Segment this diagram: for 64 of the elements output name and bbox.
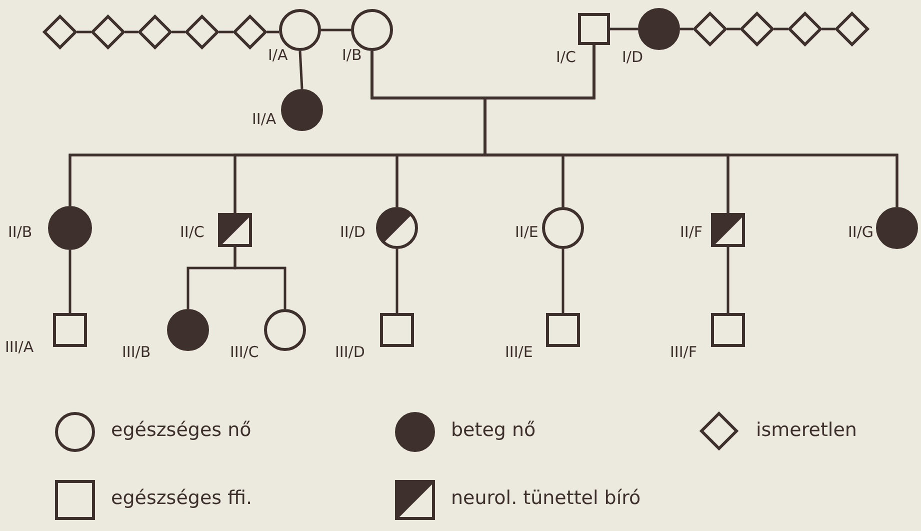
connector-line	[822, 28, 835, 30]
half-filled-circle	[374, 205, 420, 251]
legend-label: neurol. tünettel bíró	[451, 489, 641, 508]
filled-circle	[279, 87, 325, 133]
connector-line	[727, 28, 740, 30]
open-square	[378, 311, 416, 349]
individual-label: II/A	[252, 112, 276, 127]
individual-label: II/C	[180, 225, 204, 240]
filled-circle	[165, 307, 211, 353]
open-diamond	[136, 13, 174, 51]
individual-label: II/E	[515, 225, 538, 240]
individual-label: II/B	[8, 225, 32, 240]
individual-label: III/B	[122, 345, 151, 360]
connector-line	[234, 247, 286, 309]
connector-line	[562, 249, 564, 313]
open-circle	[262, 307, 308, 353]
individual-label: III/C	[230, 345, 259, 360]
open-diamond	[183, 13, 221, 51]
individual-label: I/C	[556, 50, 576, 65]
legend-label: ismeretlen	[756, 421, 857, 440]
connector-line	[298, 50, 304, 90]
individual-label: I/A	[268, 48, 288, 63]
legend-label: egészséges nő	[111, 421, 252, 440]
connector-line	[125, 30, 138, 34]
individual-label: II/F	[680, 225, 703, 240]
open-diamond	[41, 13, 79, 51]
open-diamond	[738, 10, 776, 48]
connector-line	[68, 250, 72, 313]
individual-label: II/G	[848, 225, 874, 240]
open-square	[51, 311, 89, 349]
open-diamond	[833, 10, 871, 48]
open-square	[544, 311, 582, 349]
individual-label: III/E	[505, 345, 533, 360]
filled-circle	[46, 204, 94, 252]
individual-label: I/D	[622, 50, 644, 65]
filled-circle	[636, 6, 682, 52]
individual-label: II/D	[340, 225, 366, 240]
open-diamond	[691, 10, 729, 48]
open-diamond	[89, 13, 127, 51]
connector-line	[172, 30, 185, 34]
open-square	[576, 11, 612, 47]
individual-label: I/B	[342, 48, 362, 63]
connector-line	[77, 30, 91, 34]
individual-label: III/D	[335, 345, 365, 360]
open-diamond	[786, 10, 824, 48]
connector-line	[321, 28, 351, 32]
open-diamond	[231, 13, 269, 51]
connector-line	[267, 30, 279, 34]
legend-label: beteg nő	[451, 421, 536, 440]
half-filled-square	[216, 211, 254, 249]
connector-line	[484, 45, 898, 207]
connector-line	[680, 28, 693, 30]
individual-label: III/F	[670, 345, 697, 360]
half-filled-square	[709, 211, 747, 249]
open-square	[709, 311, 747, 349]
connector-line	[396, 249, 398, 313]
connector-line	[610, 28, 638, 30]
connector-line	[219, 30, 233, 34]
filled-circle	[874, 205, 920, 251]
open-circle	[540, 205, 586, 251]
legend-label: egészséges ffi.	[111, 489, 252, 508]
connector-line	[726, 247, 730, 313]
individual-label: III/A	[5, 340, 34, 355]
connector-line	[774, 28, 788, 30]
